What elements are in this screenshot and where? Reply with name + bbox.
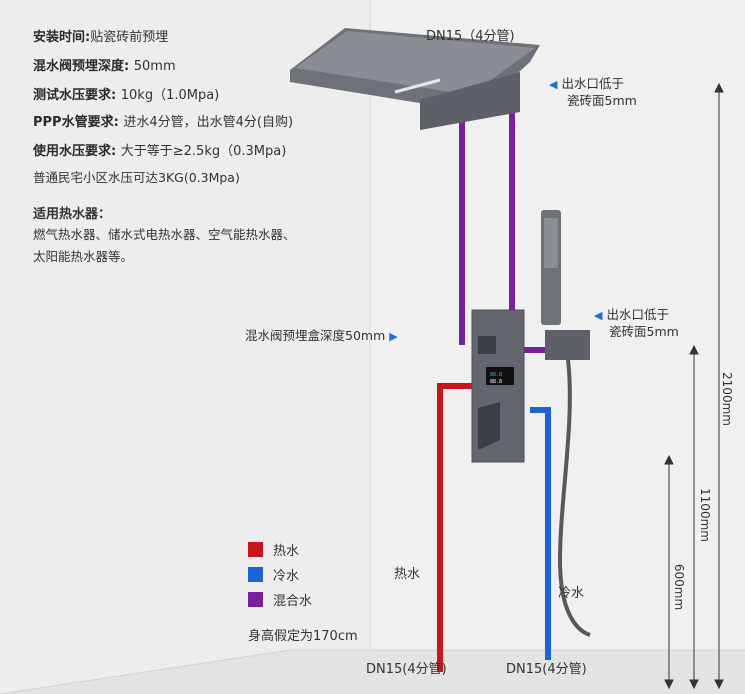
dim-2100-arrow-top: [714, 82, 724, 93]
note-pressure: 普通民宅小区水压可达3KG(0.3Mpa): [33, 170, 240, 185]
spec-label: 安装时间: [33, 30, 86, 45]
shower-arm: [420, 72, 520, 130]
heater-title: 适用热水器：: [33, 207, 112, 222]
heater-line-1: 燃气热水器、储水式电热水器、空气能热水器、: [33, 227, 296, 242]
legend-swatch-mixed: [248, 592, 263, 607]
spec-label: 测试水压要求: [33, 88, 112, 103]
digital-display: [486, 367, 514, 385]
right-arrow-icon: ▶: [389, 330, 398, 343]
outlet-mid-line-2: 瓷砖面5mm: [609, 324, 679, 339]
spec-value: 贴瓷砖前预埋: [90, 30, 169, 45]
floor-edge: [0, 649, 291, 694]
spec-use-pressure: 使用水压要求: 大于等于≥2.5kg（0.3Mpa): [33, 140, 286, 159]
legend-cold: 冷水: [248, 565, 299, 584]
display-reading-2: 88.8: [490, 379, 502, 385]
legend-mixed: 混合水: [248, 590, 312, 609]
valve-handle: [478, 402, 500, 450]
left-arrow-icon: ◀: [594, 309, 603, 322]
cold-pipe: [530, 407, 551, 660]
dn15-top-label: DN15（4分管): [426, 29, 515, 44]
spec-value: 大于等于≥2.5kg（0.3Mpa): [120, 144, 287, 159]
spec-sep: :: [85, 30, 91, 45]
hot-pipe: [437, 383, 472, 672]
left-arrow-icon: ◀: [549, 78, 558, 91]
dim-600-arrow-top: [664, 454, 674, 465]
spec-valve-depth: 混水阀预埋深度: 50mm: [33, 55, 176, 74]
handshower-holder: [545, 330, 590, 360]
spec-test-pressure: 测试水压要求: 10kg（1.0Mpa): [33, 84, 219, 103]
shower-hose: [557, 359, 591, 637]
box-depth-label: 混水阀预埋盒深度50mm▶: [245, 325, 398, 344]
hot-water-label: 热水: [394, 567, 421, 582]
legend-swatch-hot: [248, 542, 263, 557]
legend-swatch-cold: [248, 567, 263, 582]
valve-knob-top: [478, 336, 496, 354]
spec-sep: :: [113, 115, 124, 130]
dim-600-label: 600mm: [672, 563, 687, 611]
height-assumption: 身高假定为170cm: [248, 629, 358, 644]
cold-water-label: 冷水: [558, 586, 585, 601]
legend-hot: 热水: [248, 540, 299, 559]
hand-shower-face: [544, 218, 558, 268]
dim-600-arrow-bottom: [664, 679, 674, 690]
spec-value: 50mm: [133, 59, 176, 74]
waterfall-slot: [394, 78, 441, 94]
legend-label: 混合水: [273, 594, 313, 609]
outlet-top-label: ◀出水口低于 瓷砖面5mm: [549, 76, 637, 109]
outlet-top-line-1: 出水口低于: [561, 76, 624, 91]
outlet-mid-line-1: 出水口低于: [606, 307, 669, 322]
outlet-mid-label: ◀出水口低于 瓷砖面5mm: [594, 307, 679, 340]
spec-value: 10kg（1.0Mpa): [120, 88, 220, 103]
spec-sep: :: [111, 88, 121, 103]
dn15-left-label: DN15(4分管): [366, 662, 447, 677]
legend-label: 热水: [273, 544, 300, 559]
heater-line-2: 太阳能热水器等。: [33, 249, 134, 264]
spec-label: 使用水压要求: [33, 144, 112, 159]
display-reading-1: 88.8: [490, 372, 502, 378]
floor: [0, 650, 745, 694]
spec-install-time: 安装时间:贴瓷砖前预埋: [33, 26, 168, 45]
spec-label: PPP水管要求: [33, 115, 114, 130]
dim-1100-arrow-bottom: [689, 679, 699, 690]
box-depth-text: 混水阀预埋盒深度50mm: [245, 328, 386, 343]
outlet-top-line-2: 瓷砖面5mm: [567, 93, 637, 108]
spec-sep: :: [124, 59, 134, 74]
spec-ppp-pipe: PPP水管要求: 进水4分管，出水管4分(自购): [33, 111, 293, 130]
spec-value: 进水4分管，出水管4分(自购): [123, 115, 294, 130]
spec-label: 混水阀预埋深度: [33, 59, 125, 74]
dim-1100-arrow-top: [689, 344, 699, 355]
dim-1100-label: 1100mm: [697, 488, 712, 542]
dim-2100-arrow-bottom: [714, 679, 724, 690]
spec-sep: :: [111, 144, 121, 159]
shower-head-face: [295, 31, 535, 95]
legend-label: 冷水: [273, 569, 300, 584]
dim-2100-label: 2100mm: [719, 372, 734, 426]
dn15-right-label: DN15(4分管): [506, 662, 587, 677]
